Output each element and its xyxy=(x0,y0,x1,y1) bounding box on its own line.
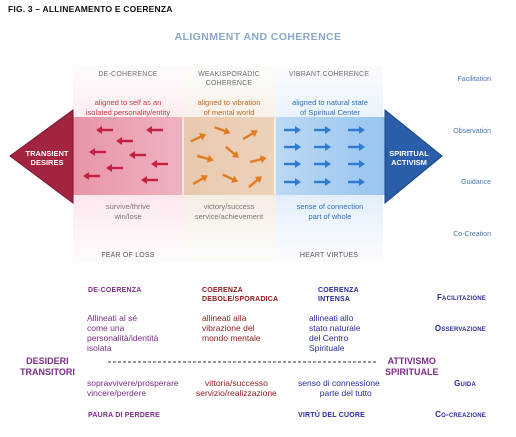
red-arrow-icon xyxy=(83,172,100,180)
orange-arrow-icon xyxy=(190,133,207,143)
it-fear-of-loss-label: PAURA DI PERDERE xyxy=(88,412,161,419)
orange-arrow-icon xyxy=(192,175,208,186)
it-guidance-label: Guida xyxy=(454,379,476,388)
orange-arrow-icon xyxy=(196,154,214,163)
observation-label: Observation xyxy=(453,128,491,135)
blue-arrow-icon xyxy=(314,126,331,134)
blue-arrow-icon xyxy=(314,160,331,168)
red-arrow-icon xyxy=(106,164,123,172)
it-facilitation-label: Facilitazione xyxy=(436,293,486,302)
red-arrow-icon xyxy=(96,126,113,134)
orange-arrow-icon xyxy=(222,173,239,183)
red-arrow-icon xyxy=(141,176,158,184)
it-observation-label: Osservazione xyxy=(434,324,486,333)
diagram-title: ALIGNMENT AND COHERENCE xyxy=(174,31,342,43)
orange-arrow-icon xyxy=(225,145,239,158)
guidance-label: Guidance xyxy=(461,179,491,186)
red-arrow-icon xyxy=(146,126,163,134)
red-arrow-icon xyxy=(89,148,106,156)
red-arrow-icon xyxy=(151,160,168,168)
orange-arrow-icon xyxy=(214,126,231,135)
co-creation-label: Co-Creation xyxy=(453,231,491,238)
red-arrow-icon xyxy=(116,137,133,145)
decoherence-header: DE-COHERENCE xyxy=(98,71,158,78)
spiritual-activism-arrow xyxy=(384,108,443,205)
transient-desires-arrow xyxy=(9,109,74,204)
blue-arrow-icon xyxy=(284,143,301,151)
red-arrow-icon xyxy=(129,151,146,159)
orange-arrow-icon xyxy=(248,176,262,189)
it-co-creation-label: Co-creazione xyxy=(435,410,486,419)
blue-arrow-icon xyxy=(348,126,365,134)
vibrant-coherence-band xyxy=(275,117,385,195)
blue-arrow-icon xyxy=(348,143,365,151)
fear-of-loss-label: FEAR OF LOSS xyxy=(101,252,155,259)
blue-arrow-icon xyxy=(284,126,301,134)
blue-arrow-icon xyxy=(348,160,365,168)
decoherence-band xyxy=(73,117,183,195)
orange-arrow-icon xyxy=(242,130,258,141)
facilitation-label: Facilitation xyxy=(457,76,491,83)
vibrant-coherence-header: VIBRANT COHERENCE xyxy=(288,71,370,78)
blue-arrow-icon xyxy=(314,143,331,151)
blue-arrow-icon xyxy=(284,178,301,186)
heart-virtues-label: HEART VIRTUES xyxy=(299,252,359,259)
blue-arrow-icon xyxy=(284,160,301,168)
it-decoherence-header: DE-COERENZA xyxy=(88,287,142,294)
it-heart-virtues-label: VIRTÙ DEL CUORE xyxy=(298,412,366,419)
figure-title: FIG. 3 – ALLINEAMENTO E COERENZA xyxy=(8,4,173,14)
blue-arrow-icon xyxy=(314,178,331,186)
blue-arrow-icon xyxy=(348,178,365,186)
orange-arrow-icon xyxy=(249,155,267,164)
